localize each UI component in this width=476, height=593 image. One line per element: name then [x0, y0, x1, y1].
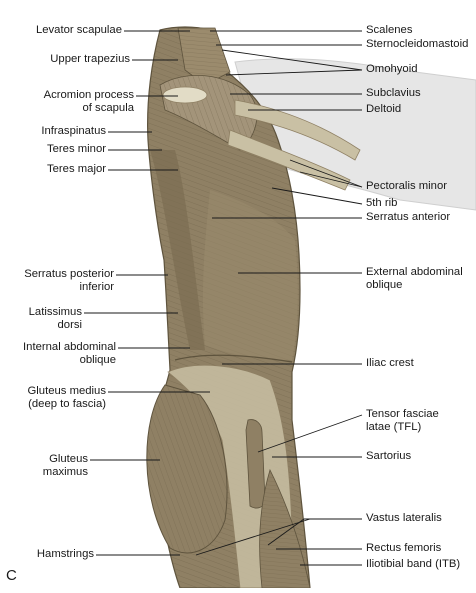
vastus-fibers [259, 470, 310, 588]
label-sartorius: Sartorius [366, 450, 412, 462]
label-tensor-fasciae-latae: Tensor fasciae latae (TFL) [366, 408, 439, 433]
label-serratus-anterior: Serratus anterior [366, 211, 451, 223]
leader-line-omohyoid-a [221, 49, 363, 71]
label-serratus-posterior-inferior: Serratus posterior inferior [24, 268, 114, 293]
label-infraspinatus: Infraspinatus [41, 125, 106, 137]
leader-line-iliotibial-band-b [195, 518, 311, 556]
label-rectus-femoris: Rectus femoris [366, 542, 442, 554]
label-scalenes: Scalenes [366, 24, 413, 36]
leader-line-fifth-rib [271, 187, 363, 205]
arm-silhouette [234, 58, 476, 211]
gluteus-maximus-fibers [146, 385, 228, 553]
label-gluteus-maximus: Gluteus maximus [42, 453, 88, 478]
iliac-crest-line [174, 354, 293, 363]
neck-fibers [178, 28, 230, 85]
leader-line-pectoralis-minor-b [289, 159, 363, 188]
label-iliotibial-band: Iliotibial band (ITB) [366, 558, 461, 570]
leader-line-vastus-lateralis-a [267, 518, 362, 546]
external-oblique-panel [202, 190, 298, 360]
acromion-bone [162, 86, 208, 104]
leader-line-pectoralis-minor-a [299, 171, 363, 188]
label-upper-trapezius: Upper trapezius [50, 53, 130, 65]
label-external-abdominal-oblique: External abdominal oblique [366, 266, 463, 291]
label-omohyoid: Omohyoid [366, 63, 418, 75]
latissimus-band [150, 150, 205, 350]
pectoral-bands [227, 129, 351, 191]
label-sternocleidomastoid: Sternocleidomastoid [366, 38, 469, 50]
panel-letter: C [6, 567, 17, 584]
label-latissimus-dorsi: Latissimus dorsi [28, 306, 82, 331]
label-acromion-process: Acromion process of scapula [43, 89, 134, 114]
label-vastus-lateralis: Vastus lateralis [366, 512, 442, 524]
label-teres-major: Teres major [46, 163, 106, 175]
pectoral-bands-2 [234, 99, 361, 161]
label-hamstrings: Hamstrings [36, 548, 94, 560]
label-gluteus-medius: Gluteus medius (deep to fascia) [27, 385, 107, 410]
leader-line-tensor-fasciae-latae [257, 414, 363, 453]
label-pectoralis-minor: Pectoralis minor [366, 180, 447, 192]
label-internal-abdominal-oblique: Internal abdominal oblique [23, 341, 116, 366]
leader-line-omohyoid-b [225, 69, 363, 76]
label-levator-scapulae: Levator scapulae [35, 24, 122, 36]
label-fifth-rib: 5th rib [366, 197, 398, 209]
label-teres-minor: Teres minor [46, 143, 106, 155]
leader-lines [84, 30, 363, 566]
label-deltoid: Deltoid [366, 103, 402, 115]
label-subclavius: Subclavius [366, 87, 421, 99]
label-iliac-crest: Iliac crest [366, 357, 414, 369]
